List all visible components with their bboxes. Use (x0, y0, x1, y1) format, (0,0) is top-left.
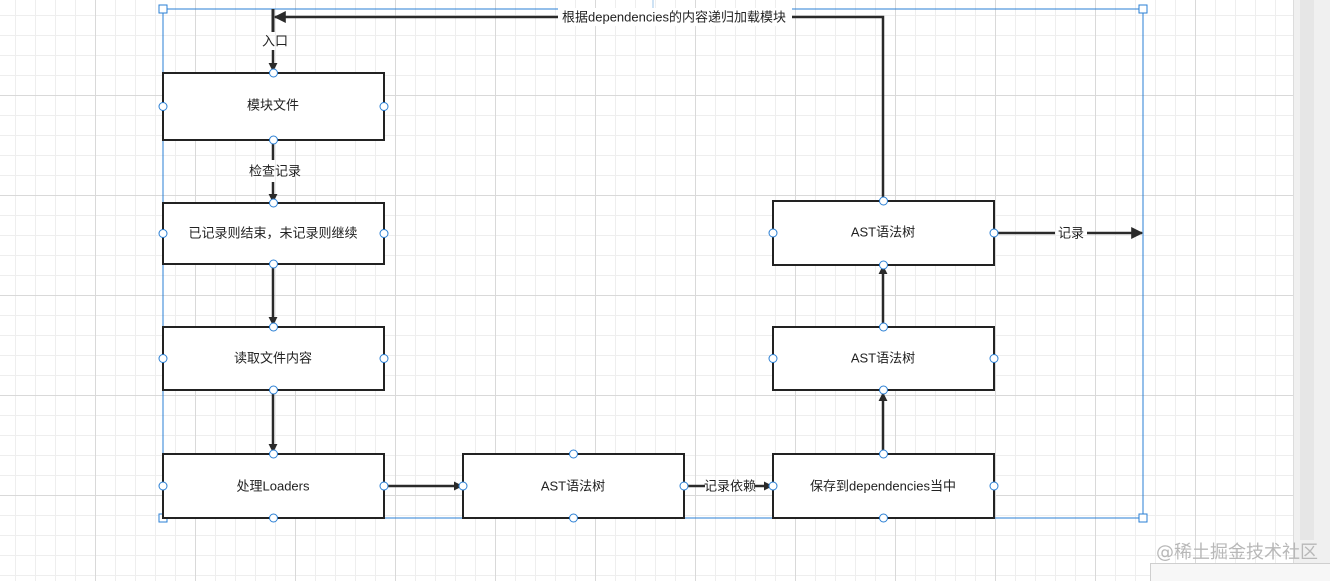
connection-handle[interactable] (158, 354, 168, 363)
edge-record-deps[interactable]: 记录依赖 (685, 478, 773, 493)
connection-handle[interactable] (569, 513, 578, 523)
edge-recursive-load[interactable]: 根据dependencies的内容递归加载模块 (271, 8, 885, 201)
node-label: AST语法树 (851, 350, 915, 365)
node-check-record[interactable]: 已记录则结束，未记录则继续 (162, 202, 385, 265)
watermark: @稀土掘金技术社区 (1156, 542, 1318, 563)
node-label: AST语法树 (541, 478, 605, 493)
connection-handle[interactable] (879, 260, 888, 270)
selection-handle-top-left[interactable] (158, 4, 168, 14)
node-label: 读取文件内容 (234, 350, 312, 365)
node-label: AST语法树 (851, 224, 915, 239)
connection-handle[interactable] (158, 102, 168, 111)
connection-handles (158, 68, 999, 523)
connection-handle[interactable] (269, 259, 278, 269)
connection-handle[interactable] (989, 354, 999, 363)
node-label: 已记录则结束，未记录则继续 (188, 225, 357, 240)
edge-record[interactable]: 记录 (995, 225, 1144, 240)
connection-handle[interactable] (569, 449, 578, 459)
node-label: 模块文件 (247, 97, 299, 112)
node-label: 保存到dependencies当中 (810, 478, 956, 493)
node-ast-1[interactable]: AST语法树 (462, 453, 685, 519)
connection-handle[interactable] (269, 449, 278, 459)
connection-handle[interactable] (158, 481, 168, 491)
connection-handle[interactable] (269, 322, 278, 332)
connection-handle[interactable] (269, 135, 278, 145)
connection-handle[interactable] (768, 481, 778, 491)
connection-handle[interactable] (768, 354, 778, 363)
selection-handle-bottom-right[interactable] (1138, 513, 1148, 523)
connection-handle[interactable] (989, 228, 999, 238)
connection-handle[interactable] (379, 102, 389, 111)
scrollbar-thumb[interactable] (1300, 0, 1314, 540)
node-read-content[interactable]: 读取文件内容 (162, 326, 385, 391)
connection-handle[interactable] (768, 228, 778, 238)
connection-handle[interactable] (379, 481, 389, 491)
bottom-panel (1150, 563, 1330, 581)
node-label: 处理Loaders (237, 478, 310, 493)
node-module-file[interactable]: 模块文件 (162, 72, 385, 141)
connection-handle[interactable] (879, 513, 888, 523)
node-save-deps[interactable]: 保存到dependencies当中 (772, 453, 995, 519)
connection-handle[interactable] (879, 322, 888, 332)
connection-handle[interactable] (158, 229, 168, 238)
connection-handle[interactable] (989, 481, 999, 491)
edge-check-record[interactable]: 检查记录 (249, 140, 301, 203)
connection-handle[interactable] (269, 513, 278, 523)
node-process-loaders[interactable]: 处理Loaders (162, 453, 385, 519)
node-ast-3[interactable]: AST语法树 (772, 200, 995, 266)
connection-handle[interactable] (269, 385, 278, 395)
connection-handle[interactable] (879, 196, 888, 206)
edge-label-check: 检查记录 (249, 163, 301, 178)
connection-handle[interactable] (879, 449, 888, 459)
connection-handle[interactable] (269, 68, 278, 78)
selection-handle-top-right[interactable] (1138, 4, 1148, 14)
node-ast-2[interactable]: AST语法树 (772, 326, 995, 391)
connection-handle[interactable] (379, 354, 389, 363)
connection-handle[interactable] (379, 229, 389, 238)
edge-entry[interactable]: 入口 (262, 33, 288, 72)
edge-label-record: 记录 (1058, 225, 1084, 240)
connection-handle[interactable] (458, 481, 468, 491)
edge-label-deps: 记录依赖 (704, 478, 756, 493)
connection-handle[interactable] (879, 385, 888, 395)
connection-handle[interactable] (679, 481, 689, 491)
edge-label-recursive: 根据dependencies的内容递归加载模块 (562, 9, 786, 24)
edge-label-entry: 入口 (262, 33, 288, 48)
connection-handle[interactable] (269, 198, 278, 208)
